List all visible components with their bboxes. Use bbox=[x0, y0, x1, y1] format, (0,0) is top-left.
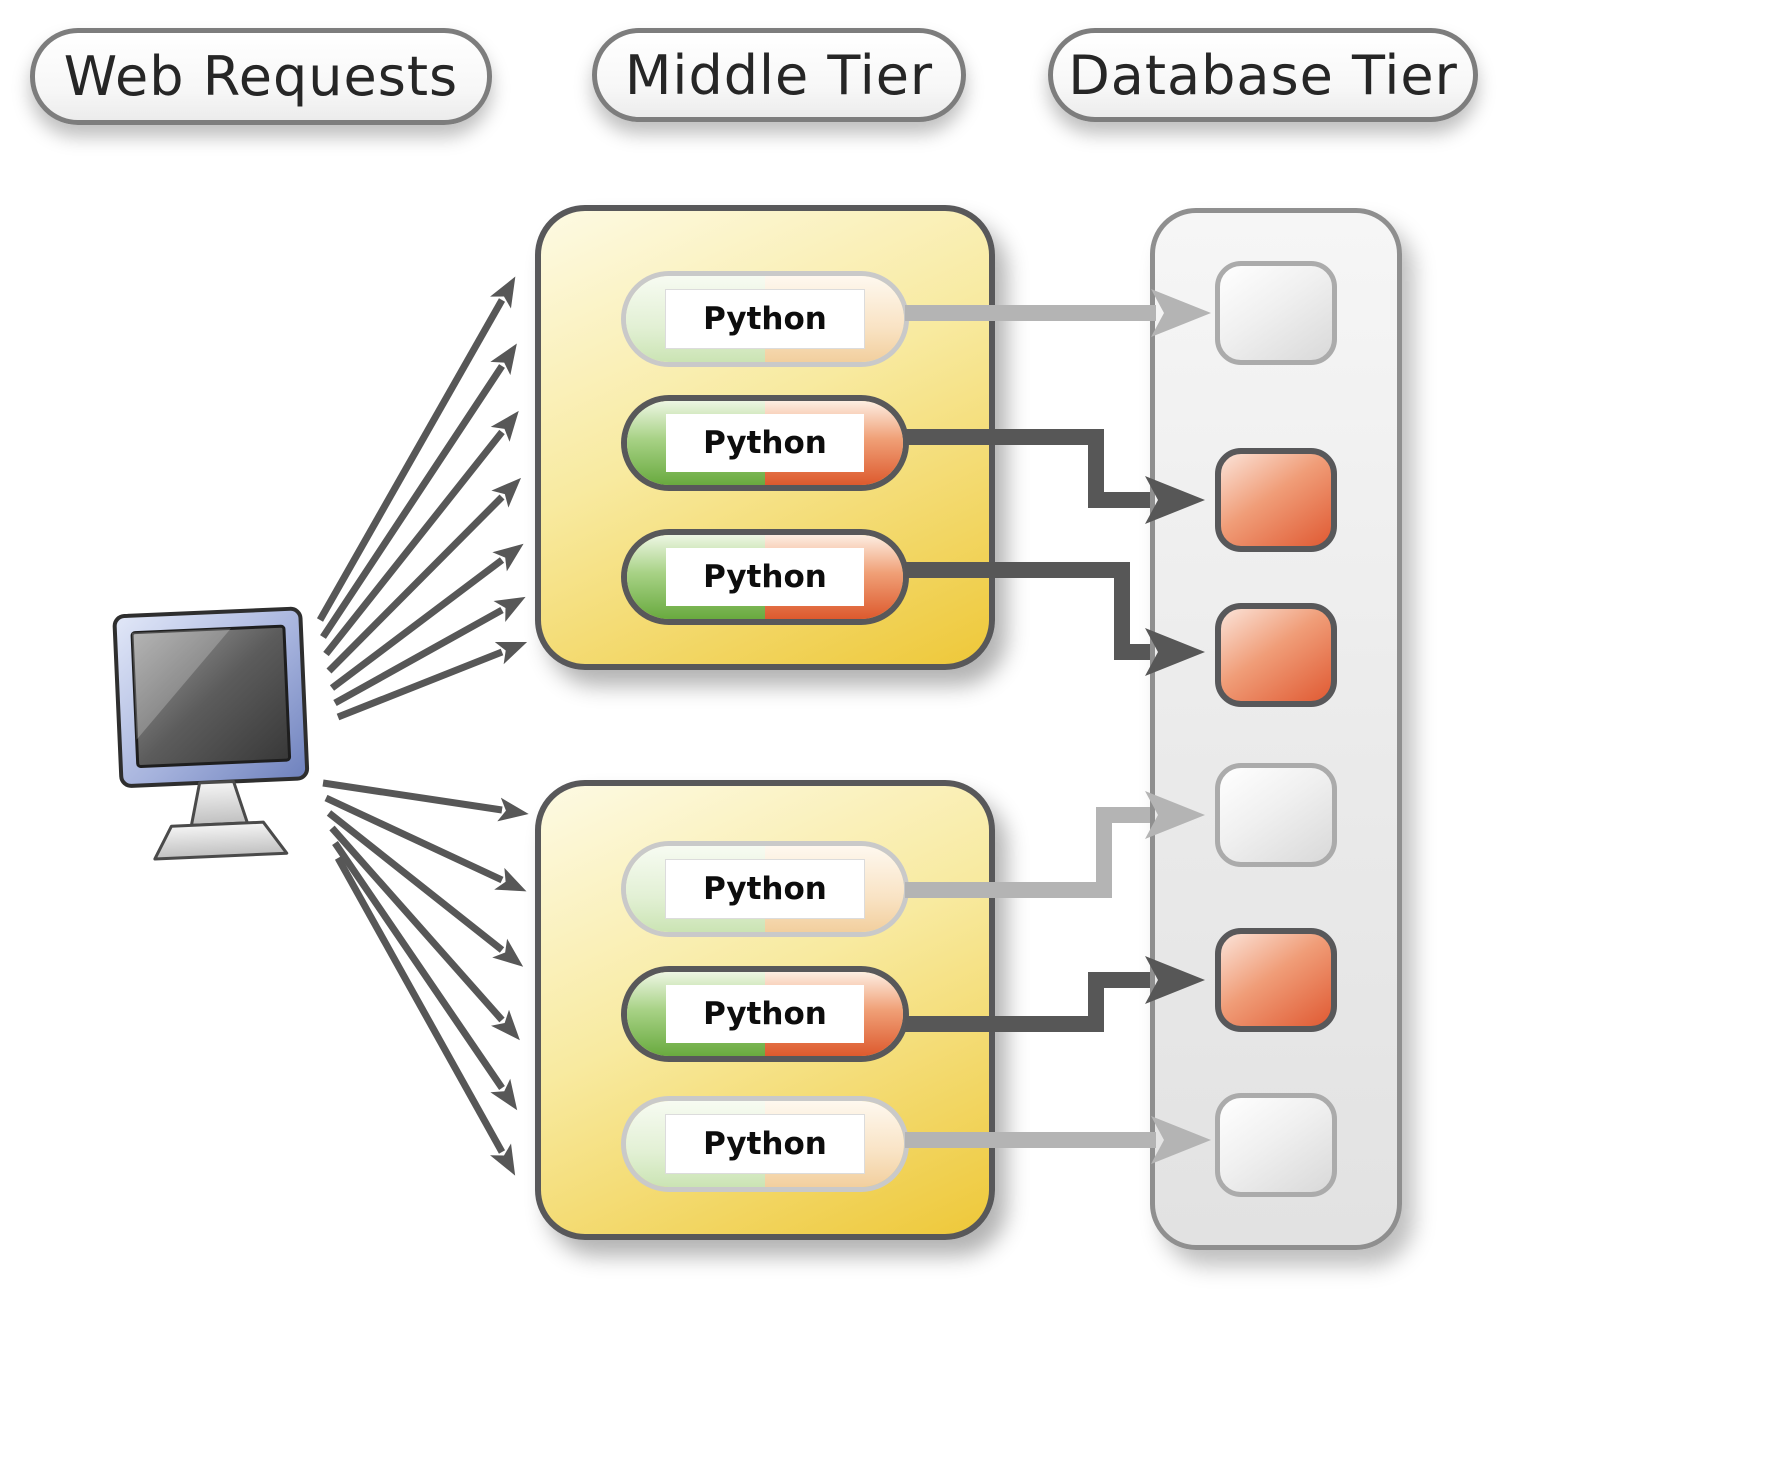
python-process-label: Python bbox=[666, 1115, 864, 1173]
computer-monitor-icon bbox=[112, 606, 310, 861]
python-process: Python bbox=[621, 966, 909, 1062]
web-request-arrows-top bbox=[316, 276, 528, 721]
request-arrow bbox=[326, 477, 522, 674]
request-arrow bbox=[334, 856, 516, 1176]
request-arrow bbox=[324, 794, 527, 892]
web-request-arrows-bottom bbox=[322, 779, 529, 1176]
database-node bbox=[1215, 261, 1337, 365]
python-process: Python bbox=[621, 529, 909, 625]
request-arrow bbox=[323, 410, 519, 657]
header-middle-tier-label: Middle Tier bbox=[624, 43, 934, 107]
request-arrow bbox=[329, 825, 520, 1041]
header-web-requests-label: Web Requests bbox=[63, 45, 459, 108]
database-node bbox=[1215, 1093, 1337, 1197]
header-database-tier: Database Tier bbox=[1048, 28, 1478, 122]
header-web-requests: Web Requests bbox=[30, 28, 492, 125]
request-arrow bbox=[326, 810, 524, 967]
database-node bbox=[1215, 603, 1337, 707]
client-computer bbox=[106, 596, 334, 896]
database-node bbox=[1215, 763, 1337, 867]
python-process: Python bbox=[621, 271, 909, 367]
python-process: Python bbox=[621, 841, 909, 937]
middle-tier-server-1: Python Python Python bbox=[535, 205, 995, 670]
python-process-label: Python bbox=[666, 860, 864, 918]
request-arrow bbox=[320, 343, 517, 639]
python-process-label: Python bbox=[666, 290, 864, 348]
header-middle-tier: Middle Tier bbox=[592, 28, 966, 122]
request-arrow bbox=[332, 841, 518, 1111]
request-arrow bbox=[333, 596, 526, 707]
python-process-label: Python bbox=[666, 548, 864, 606]
request-arrow bbox=[336, 641, 528, 721]
python-process-label: Python bbox=[666, 985, 864, 1043]
request-arrow bbox=[316, 276, 516, 622]
database-node bbox=[1215, 448, 1337, 552]
python-process: Python bbox=[621, 1096, 909, 1192]
python-process-label: Python bbox=[666, 414, 864, 472]
database-node bbox=[1215, 928, 1337, 1032]
middle-tier-server-2: Python Python Python bbox=[535, 780, 995, 1240]
header-database-tier-label: Database Tier bbox=[1068, 43, 1458, 107]
database-tier-container bbox=[1150, 208, 1402, 1250]
python-process: Python bbox=[621, 395, 909, 491]
request-arrow bbox=[322, 779, 529, 822]
request-arrow bbox=[329, 543, 524, 691]
